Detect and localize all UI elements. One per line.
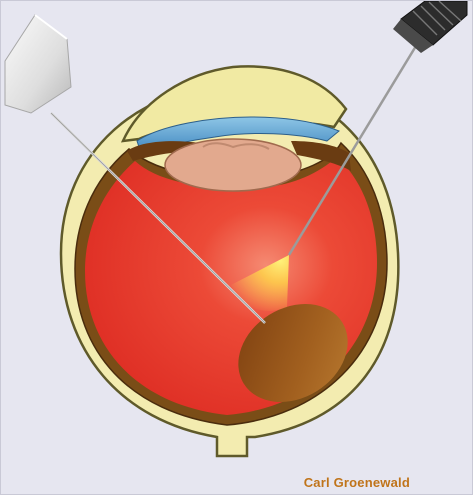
artist-credit: Carl Groenewald (304, 475, 410, 490)
light-pipe-cannula-icon (5, 15, 71, 113)
laser-probe-icon (393, 1, 467, 53)
